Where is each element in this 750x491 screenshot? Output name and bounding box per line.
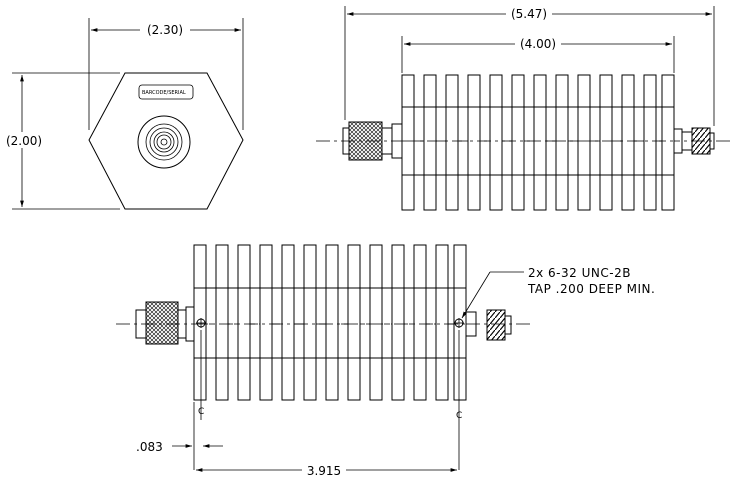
top-view-heatsink-fins bbox=[401, 74, 675, 211]
hex-body-outline bbox=[88, 72, 244, 210]
side-view-input-connector bbox=[135, 301, 195, 345]
overall-dimension-label: (5.47) bbox=[511, 7, 547, 21]
top-view-output-connector bbox=[673, 127, 715, 155]
side-view: 2x 6-32 UNC-2B TAP .200 DEEP MIN. C C .0… bbox=[116, 244, 655, 478]
tap-note-line2: TAP .200 DEEP MIN. bbox=[527, 282, 655, 296]
side-view-heatsink-fins bbox=[193, 244, 467, 401]
centerline-symbol-right: C bbox=[456, 411, 462, 421]
offset-dimension-label: .083 bbox=[136, 440, 163, 454]
top-view-input-connector bbox=[342, 121, 403, 161]
barcode-label-plate bbox=[138, 84, 194, 100]
end-connector bbox=[137, 115, 191, 169]
height-dimension-label: (2.00) bbox=[6, 134, 42, 148]
body-dimension-label: (4.00) bbox=[520, 37, 556, 51]
top-view: (5.47) (4.00) bbox=[316, 5, 730, 211]
side-view-output-connector bbox=[465, 309, 512, 341]
barcode-label-text: BARCODE/SERIAL bbox=[142, 90, 186, 96]
tap-note-line1: 2x 6-32 UNC-2B bbox=[528, 266, 631, 280]
end-view: BARCODE/SERIAL (2.30) (2.00) bbox=[2, 18, 244, 210]
width-dimension-label: (2.30) bbox=[147, 23, 183, 37]
centerline-symbol-left: C bbox=[198, 407, 204, 417]
note-leader-arrow bbox=[461, 271, 491, 319]
hole-spacing-dimension-label: 3.915 bbox=[307, 464, 341, 478]
